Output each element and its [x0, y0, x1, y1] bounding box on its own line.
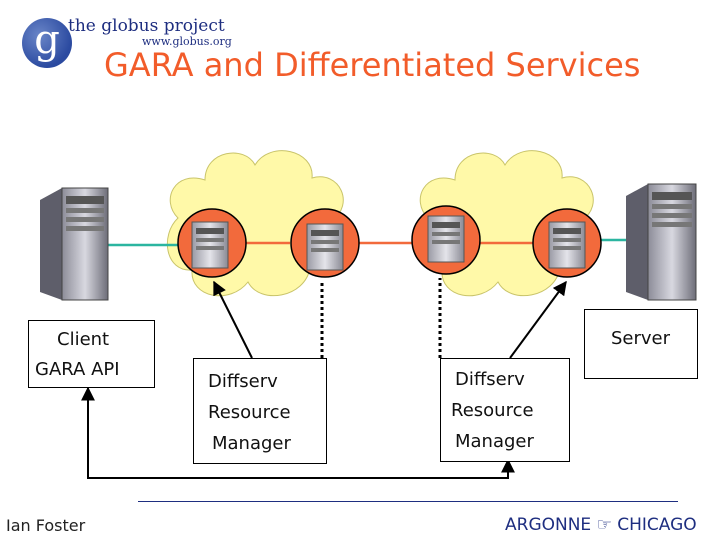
router-icon — [532, 208, 602, 278]
router-icon — [411, 205, 481, 275]
router-icon — [177, 208, 247, 278]
logo-url: www.globus.org — [142, 35, 232, 48]
rm-left-line1: Diffserv — [208, 371, 278, 392]
server-tower-icon — [626, 183, 697, 301]
client-server-tower-icon — [40, 187, 109, 301]
resource-manager-left: Diffserv Resource Manager — [193, 358, 327, 464]
rm-right-line2: Resource — [451, 400, 534, 421]
rm-right-line3: Manager — [455, 431, 534, 452]
router-icon — [290, 208, 360, 278]
logo-name: the globus project — [68, 16, 225, 36]
rm-left-line3: Manager — [212, 433, 291, 454]
resource-manager-right: Diffserv Resource Manager — [440, 358, 570, 462]
gara-api-label: GARA API — [35, 359, 120, 380]
control-arrow — [213, 280, 253, 359]
gara-signaling-path — [81, 386, 515, 479]
client-label: Client — [57, 329, 110, 350]
rm-right-line1: Diffserv — [455, 369, 525, 390]
globus-logo-icon: g — [22, 18, 72, 68]
footer-divider — [138, 501, 678, 502]
server-box: Server — [584, 309, 698, 379]
footer-institution: ARGONNE ☞ CHICAGO — [505, 515, 697, 535]
slide-title: GARA and Differentiated Services — [104, 46, 641, 84]
footer-author: Ian Foster — [6, 516, 86, 535]
control-arrow — [509, 280, 567, 359]
client-box: Client GARA API — [28, 320, 155, 388]
rm-left-line2: Resource — [208, 402, 291, 423]
server-label: Server — [611, 328, 671, 349]
